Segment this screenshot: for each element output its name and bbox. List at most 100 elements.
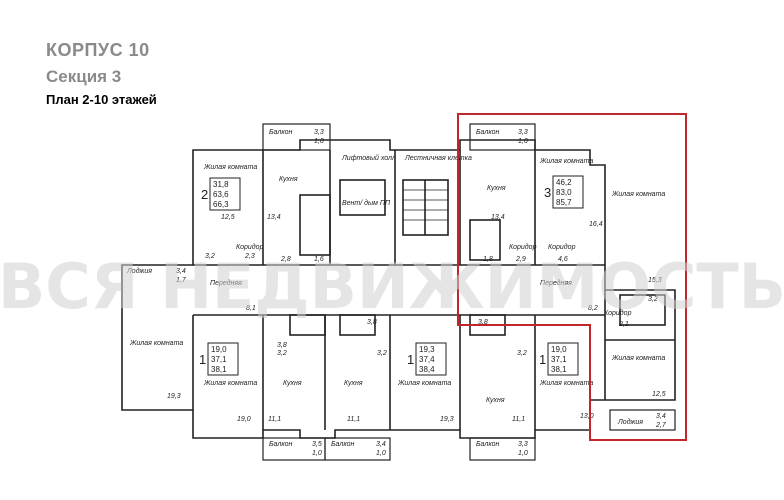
svg-text:1,0: 1,0 [314, 138, 324, 145]
svg-text:11,1: 11,1 [512, 416, 525, 423]
svg-text:38,1: 38,1 [211, 365, 227, 374]
svg-text:85,7: 85,7 [556, 198, 572, 207]
svg-text:63,6: 63,6 [213, 190, 229, 199]
svg-text:Коридор: Коридор [604, 309, 632, 317]
svg-text:Жилая комната: Жилая комната [611, 191, 665, 198]
svg-text:37,4: 37,4 [419, 355, 435, 364]
svg-text:Балкон: Балкон [269, 441, 293, 448]
svg-text:1,0: 1,0 [518, 138, 528, 145]
svg-text:Кухня: Кухня [283, 380, 302, 387]
svg-text:Кухня: Кухня [344, 380, 363, 387]
svg-text:Жилая комната: Жилая комната [539, 380, 593, 387]
svg-text:3,8: 3,8 [277, 342, 287, 349]
svg-text:Балкон: Балкон [476, 129, 500, 136]
svg-text:3,2: 3,2 [277, 350, 287, 357]
svg-text:8,1: 8,1 [246, 305, 256, 312]
svg-text:Передняя: Передняя [540, 279, 572, 287]
svg-text:37,1: 37,1 [551, 355, 567, 364]
apartment-highlight [457, 113, 687, 441]
svg-text:38,4: 38,4 [419, 365, 435, 374]
section-title: Секция 3 [46, 67, 122, 86]
svg-text:Кухня: Кухня [487, 185, 506, 192]
svg-text:3,2: 3,2 [205, 253, 215, 260]
svg-text:19,0: 19,0 [237, 416, 251, 423]
apt5-rooms: 1 [539, 352, 546, 367]
svg-text:Жилая комната: Жилая комната [203, 164, 257, 171]
svg-text:11,1: 11,1 [347, 416, 360, 423]
svg-text:12,5: 12,5 [652, 391, 666, 398]
svg-text:Балкон: Балкон [476, 441, 500, 448]
apt1-rooms: 2 [201, 187, 208, 202]
svg-text:15,3: 15,3 [648, 277, 662, 284]
balcony-a [262, 123, 331, 151]
svg-text:Жилая комната: Жилая комната [203, 380, 257, 387]
svg-text:Кухня: Кухня [279, 176, 298, 183]
apt2-rooms: 3 [544, 185, 551, 200]
balcony-d [324, 437, 391, 461]
svg-text:Передняя: Передняя [210, 279, 242, 287]
svg-text:11,1: 11,1 [268, 416, 281, 423]
svg-text:3,3: 3,3 [518, 129, 528, 136]
svg-text:3,3: 3,3 [518, 441, 528, 448]
svg-text:19,3: 19,3 [419, 345, 435, 354]
svg-text:1,7: 1,7 [176, 277, 187, 284]
svg-text:Коридор: Коридор [548, 243, 576, 251]
svg-text:3,4: 3,4 [176, 268, 186, 275]
svg-text:Лестничная клетка: Лестничная клетка [404, 155, 472, 162]
svg-text:19,3: 19,3 [440, 416, 454, 423]
svg-text:12,5: 12,5 [221, 214, 235, 221]
svg-text:13,0: 13,0 [580, 413, 594, 420]
apt4-rooms: 1 [407, 352, 414, 367]
svg-text:Балкон: Балкон [269, 129, 293, 136]
svg-text:19,3: 19,3 [167, 393, 181, 400]
svg-text:8,2: 8,2 [588, 305, 598, 312]
svg-text:Лоджия: Лоджия [617, 418, 643, 426]
svg-text:Кухня: Кухня [486, 397, 505, 404]
svg-text:83,0: 83,0 [556, 188, 572, 197]
svg-text:4,6: 4,6 [558, 256, 568, 263]
svg-text:Лифтовый холл: Лифтовый холл [341, 154, 396, 162]
svg-text:2,3: 2,3 [244, 253, 255, 260]
svg-text:1,0: 1,0 [518, 450, 528, 457]
balcony-b [469, 123, 536, 151]
plan-title: План 2-10 этажей [46, 92, 157, 107]
svg-text:37,1: 37,1 [211, 355, 227, 364]
svg-text:Лоджия: Лоджия [126, 267, 152, 275]
svg-text:46,2: 46,2 [556, 178, 572, 187]
svg-text:2,9: 2,9 [515, 256, 526, 263]
svg-text:19,0: 19,0 [551, 345, 567, 354]
svg-text:3,8: 3,8 [478, 319, 488, 326]
balcony-e [469, 437, 536, 461]
svg-text:16,4: 16,4 [589, 221, 603, 228]
svg-text:Жилая комната: Жилая комната [539, 158, 593, 165]
svg-text:19,0: 19,0 [211, 345, 227, 354]
svg-text:66,3: 66,3 [213, 200, 229, 209]
svg-text:31,8: 31,8 [213, 180, 229, 189]
svg-text:3,8: 3,8 [367, 319, 377, 326]
svg-text:3,3: 3,3 [314, 129, 324, 136]
svg-text:1,0: 1,0 [312, 450, 322, 457]
svg-text:1,0: 1,0 [376, 450, 386, 457]
svg-text:3,4: 3,4 [656, 413, 666, 420]
svg-text:3,2: 3,2 [648, 296, 658, 303]
loggia-right [609, 409, 676, 431]
svg-text:2,7: 2,7 [655, 422, 667, 429]
svg-text:3,5: 3,5 [312, 441, 322, 448]
svg-text:38,1: 38,1 [551, 365, 567, 374]
svg-text:Жилая комната: Жилая комната [611, 355, 665, 362]
building-title: КОРПУС 10 [46, 40, 150, 60]
watermark: ВСЯ НЕДВИЖИМОСТЬ [0, 250, 784, 323]
svg-text:Жилая комната: Жилая комната [397, 380, 451, 387]
svg-text:2,8: 2,8 [280, 256, 291, 263]
svg-text:13,4: 13,4 [491, 214, 505, 221]
svg-text:Коридор: Коридор [509, 243, 537, 251]
svg-text:Жилая комната: Жилая комната [129, 340, 183, 347]
svg-text:1,6: 1,6 [314, 256, 324, 263]
svg-text:3,4: 3,4 [376, 441, 386, 448]
svg-text:Коридор: Коридор [236, 243, 264, 251]
svg-text:2,1: 2,1 [618, 321, 629, 328]
svg-text:13,4: 13,4 [267, 214, 281, 221]
apt3-rooms: 1 [199, 352, 206, 367]
svg-text:Вент/ дым ПП: Вент/ дым ПП [342, 199, 391, 207]
